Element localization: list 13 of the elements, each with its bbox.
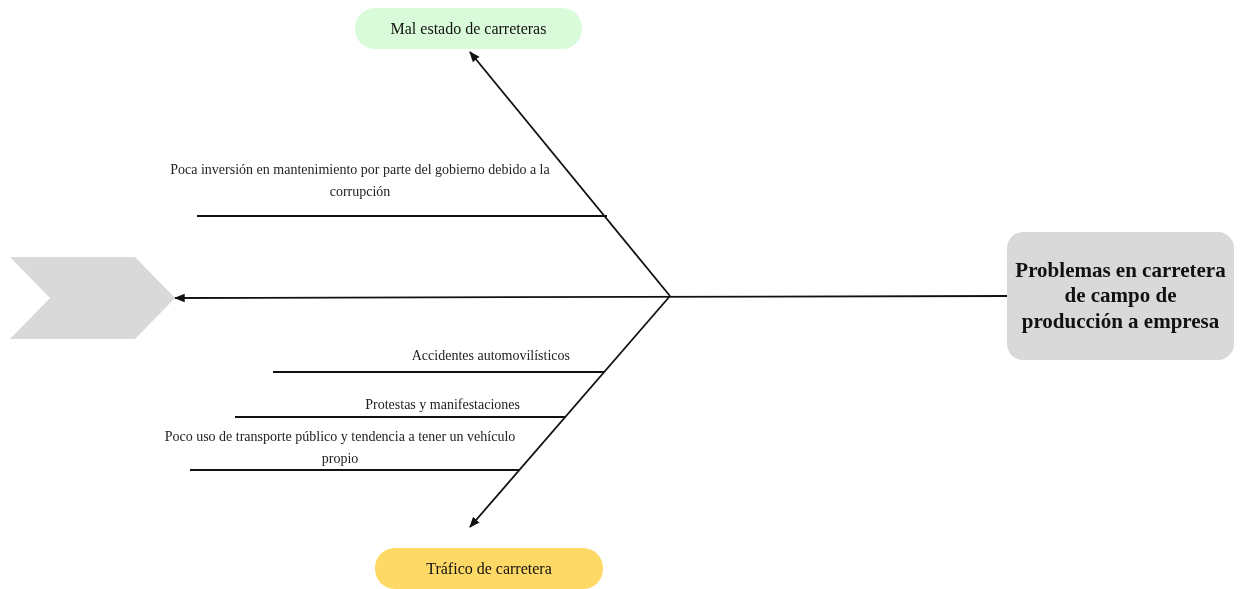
- category-box: [375, 548, 603, 589]
- spine-arrow: [173, 293, 1008, 303]
- effect-box: [1007, 232, 1234, 360]
- cause-label: Protestas y manifestaciones: [364, 396, 520, 414]
- cause-label: Poca inversión en mantenimiento por parte del gobierno debido a la corrupción: [169, 161, 551, 201]
- cause-label: Accidentes automovilísticos: [410, 347, 570, 365]
- bone-arrow: [469, 295, 671, 528]
- category-label: Tráfico de carretera: [425, 558, 553, 579]
- category-label: Mal estado de carreteras: [389, 18, 548, 39]
- bone-arrow: [469, 51, 671, 297]
- cause-label: Poco uso de transporte público y tendencia a tener un vehículo propio: [163, 428, 517, 468]
- effect-text: Problemas en carretera de campo de producción a empresa: [1014, 258, 1227, 334]
- category-box: [355, 8, 582, 49]
